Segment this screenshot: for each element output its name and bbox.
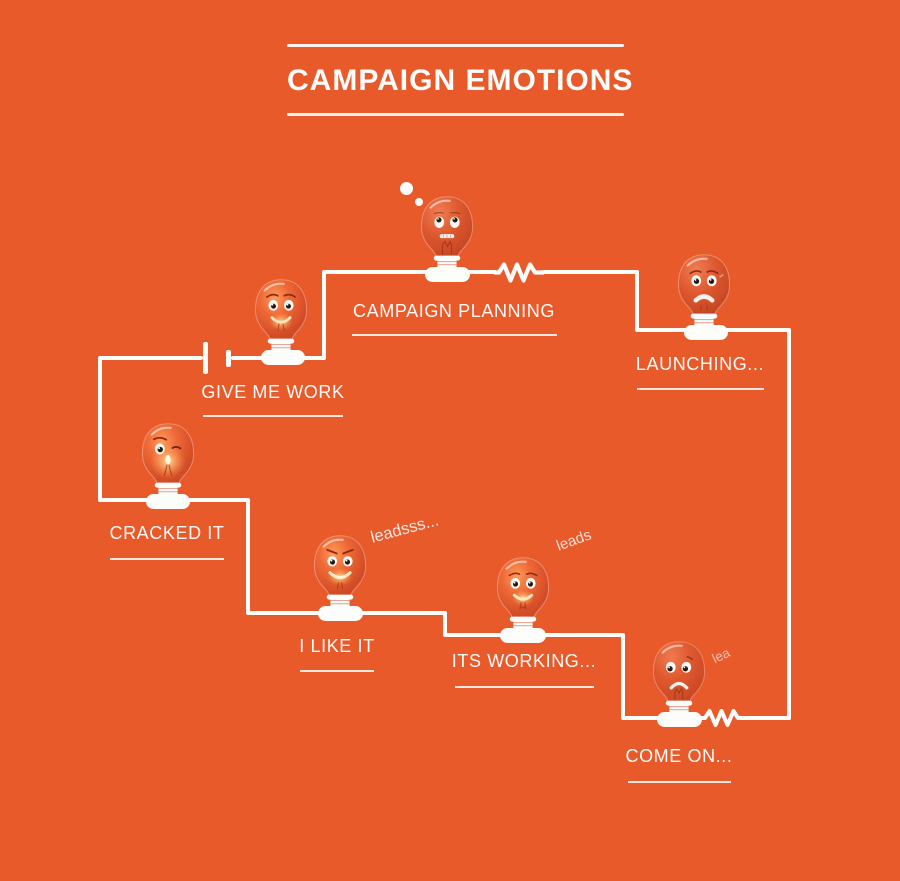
bulb-glass — [313, 535, 367, 598]
bulb-socket-campaign-planning — [425, 267, 470, 282]
floating-text-leads: leads — [554, 526, 594, 555]
page-title: CAMPAIGN EMOTIONS — [287, 64, 634, 97]
wire-segment — [621, 633, 625, 720]
bulb-face-scheming-grin — [326, 548, 354, 589]
thought-bubble-dot — [400, 182, 413, 195]
bulb-come-on — [647, 639, 711, 712]
label-underline — [110, 558, 224, 560]
bulb-socket-come-on — [657, 712, 702, 727]
bulb-socket-cracked-it — [146, 494, 190, 509]
bulb-glass — [420, 196, 474, 259]
bulb-launching — [672, 252, 736, 325]
bulb-glass — [254, 279, 308, 342]
stage-label-i-like-it: I LIKE IT — [299, 636, 375, 656]
bulb-its-working — [491, 555, 555, 628]
battery-symbol-long-plate — [203, 342, 208, 374]
label-underline — [455, 686, 594, 688]
title-rule-top — [287, 44, 624, 47]
floating-text-lea: lea — [709, 644, 733, 667]
label-underline — [352, 334, 557, 336]
bulb-socket-i-like-it — [318, 606, 363, 621]
battery-symbol-short-plate — [226, 350, 231, 367]
wire-segment — [98, 356, 102, 502]
bulb-face-relieved-smile — [508, 572, 538, 610]
bulb-glass — [677, 254, 731, 317]
label-underline — [203, 415, 343, 417]
thought-bubble-dot — [415, 198, 423, 206]
bulb-give-me-work — [249, 277, 313, 350]
bulb-campaign-planning — [415, 194, 479, 267]
wire-segment — [246, 498, 250, 615]
wire-segment — [324, 270, 497, 274]
bulb-face-worried — [689, 270, 724, 311]
bulb-face-thinking — [433, 212, 461, 255]
bulb-face-winking — [150, 436, 186, 479]
label-underline — [628, 781, 731, 783]
wire-segment — [745, 716, 791, 720]
wire-segment — [100, 356, 203, 360]
bulb-face-sad — [665, 656, 693, 700]
stage-label-its-working: ITS WORKING... — [451, 651, 597, 671]
label-underline — [637, 388, 764, 390]
bulb-glass — [496, 557, 550, 620]
wire-segment — [322, 270, 326, 360]
resistor-zigzag-icon — [701, 709, 747, 727]
stage-label-cracked-it: CRACKED IT — [109, 523, 225, 543]
bulb-cracked-it — [136, 421, 200, 494]
wire-segment — [542, 270, 639, 274]
bulb-face-eager-smile — [266, 293, 296, 331]
bulb-i-like-it — [308, 533, 372, 606]
wire-segment — [443, 611, 447, 637]
stage-label-give-me-work: GIVE ME WORK — [201, 382, 345, 402]
stage-label-launching: LAUNCHING... — [635, 354, 765, 374]
stage-label-campaign-planning: CAMPAIGN PLANNING — [353, 301, 555, 321]
resistor-zigzag-icon — [494, 262, 544, 283]
bulb-socket-give-me-work — [261, 350, 305, 365]
wire-segment — [635, 270, 639, 332]
bulb-socket-its-working — [500, 628, 546, 643]
bulb-socket-launching — [684, 325, 728, 340]
title-rule-bottom — [287, 113, 624, 116]
label-underline — [300, 670, 374, 672]
stage-label-come-on: COME ON... — [625, 746, 733, 766]
floating-text-leadsss: leadsss... — [368, 511, 441, 547]
wire-segment — [787, 328, 791, 720]
